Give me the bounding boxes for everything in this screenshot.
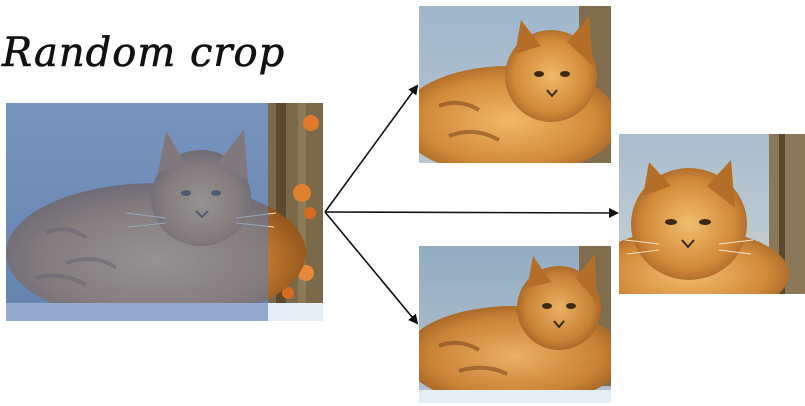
diagram-title: Random crop xyxy=(0,14,285,84)
cropped-cat-image-2 xyxy=(619,134,805,294)
arrow-to-crop-3 xyxy=(324,211,419,325)
arrow-to-crop-1 xyxy=(324,84,419,213)
cropped-cat-image-3 xyxy=(419,246,611,403)
cropped-cat-image-1 xyxy=(419,6,611,163)
source-cat-image xyxy=(6,103,323,321)
arrow-to-crop-2 xyxy=(324,207,619,218)
title-text: Random crop xyxy=(1,30,285,76)
